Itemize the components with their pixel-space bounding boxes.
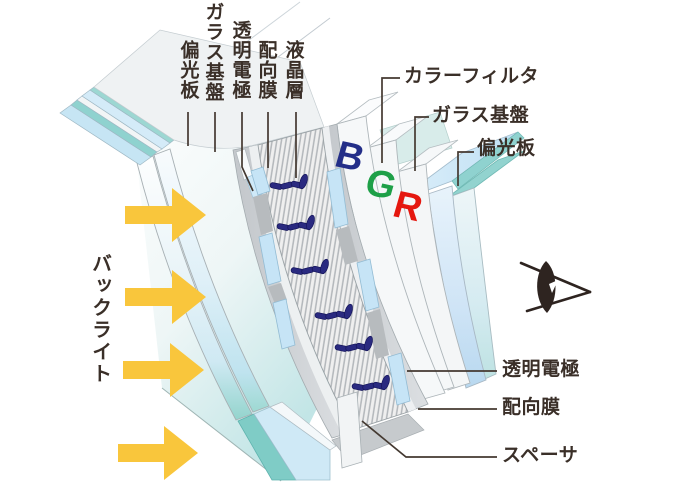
- leader-lines: [187, 77, 497, 458]
- backlight-direction-arrows: [118, 188, 206, 480]
- label-backlight: バックライト: [88, 253, 111, 385]
- viewer-eye-icon: [519, 261, 592, 313]
- label-electrode-right: 透明電極: [502, 359, 581, 380]
- label-polarizer-left: 偏光板: [177, 40, 199, 100]
- spacer-blocks: [250, 166, 411, 406]
- backlight-direction-arrow: [123, 343, 204, 397]
- bottom-spacer: [336, 391, 363, 469]
- label-electrode-left: 透明電極: [229, 20, 251, 100]
- label-polarizer-right: 偏光板: [477, 138, 536, 159]
- label-lc-layer: 液晶層: [282, 40, 304, 100]
- films-top-face: [93, 29, 325, 149]
- backlight-direction-arrow: [118, 426, 198, 480]
- label-alignment-left: 配向膜: [255, 40, 277, 100]
- label-glass-right: ガラス基盤: [432, 105, 530, 126]
- label-glass-left: ガラス基盤: [202, 2, 224, 102]
- backlight-direction-arrow: [125, 270, 206, 324]
- label-color-filter: カラーフィルタ: [404, 66, 539, 87]
- backlight-direction-arrow: [125, 188, 206, 242]
- label-spacer: スペーサ: [502, 445, 579, 466]
- label-alignment-right: 配向膜: [502, 397, 561, 418]
- bottom-corner-blue: [253, 406, 331, 481]
